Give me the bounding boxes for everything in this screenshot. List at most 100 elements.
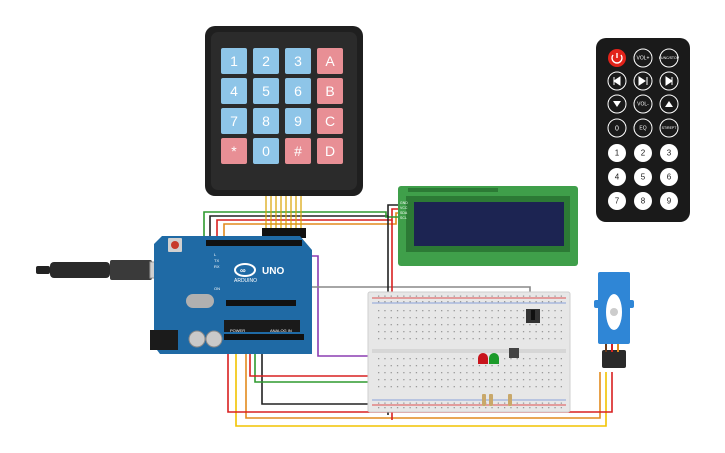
- wire-orange-lcd: [223, 212, 400, 243]
- remote-button-label: FUNC/STOP: [659, 56, 680, 60]
- keypad-key-label: 8: [262, 113, 270, 129]
- keypad-key-9[interactable]: [221, 108, 247, 134]
- breadboard: [367, 291, 571, 413]
- vol-up-button[interactable]: [633, 48, 653, 68]
- remote-button-label: ST/REPT: [662, 126, 678, 130]
- analog-header: [224, 334, 304, 340]
- usb-cable: [36, 260, 173, 280]
- power-jack: [150, 330, 178, 350]
- digit-button-2[interactable]: [634, 144, 652, 162]
- remote-button-label: 7: [615, 197, 620, 206]
- remote-button-label: 1: [615, 149, 620, 158]
- digit-button-4[interactable]: [608, 168, 626, 186]
- zero-button[interactable]: [607, 118, 627, 138]
- digit-button-7[interactable]: [608, 192, 626, 210]
- keypad-key-label: 5: [262, 83, 270, 99]
- keypad-key-label: 9: [294, 113, 302, 129]
- keypad-key-16[interactable]: [317, 138, 343, 164]
- keypad-key-12[interactable]: [317, 108, 343, 134]
- keypad-key-label: B: [325, 83, 334, 99]
- remote-button-label: VOL-: [637, 102, 649, 108]
- keypad-key-2[interactable]: [253, 48, 279, 74]
- lcd-screen: [414, 202, 564, 246]
- func-stop-button[interactable]: [659, 48, 679, 68]
- remote-button-label: 9: [667, 197, 672, 206]
- power-icon: [611, 53, 623, 64]
- lcd-module: GND VCC SDA SCL: [398, 186, 578, 266]
- lcd-pin-row: [408, 188, 498, 192]
- arduino-board: ∞ UNO ARDUINO ANALOG IN POWER TX RX L ON: [150, 236, 312, 354]
- lcd-pin-sda: SDA: [400, 211, 408, 215]
- keypad-key-label: #: [294, 143, 302, 159]
- keypad-key-label: D: [325, 143, 335, 159]
- push-button[interactable]: [509, 348, 519, 358]
- keypad-ribbon: [265, 196, 302, 232]
- down-icon: [613, 101, 621, 107]
- keypad-key-label: 3: [294, 53, 302, 69]
- eq-button[interactable]: [633, 118, 653, 138]
- l-label: L: [214, 252, 217, 257]
- keypad-key-label: 7: [230, 113, 238, 129]
- keypad-key-5[interactable]: [221, 78, 247, 104]
- keypad-key-label: C: [325, 113, 335, 129]
- potentiometer[interactable]: [526, 309, 540, 323]
- keypad-key-1[interactable]: [221, 48, 247, 74]
- digit-button-6[interactable]: [660, 168, 678, 186]
- power-label: POWER: [230, 328, 245, 333]
- keypad-key-label: A: [325, 53, 335, 69]
- keypad-key-11[interactable]: [285, 108, 311, 134]
- remote-button-label: 6: [667, 173, 672, 182]
- remote-button-label: 8: [641, 197, 646, 206]
- keypad-key-label: 1: [230, 53, 238, 69]
- led-green: [489, 353, 499, 364]
- svg-text:∞: ∞: [240, 266, 246, 275]
- wire-green-lcd: [203, 211, 400, 243]
- digit-button-3[interactable]: [660, 144, 678, 162]
- keypad-key-3[interactable]: [285, 48, 311, 74]
- wire-yellow-servo: [235, 340, 607, 427]
- vol-down-button[interactable]: [633, 94, 653, 114]
- wire-orange-servo: [245, 340, 601, 419]
- digit-button-1[interactable]: [608, 144, 626, 162]
- play-pause-icon: [638, 76, 648, 86]
- remote-button-label: VOL+: [637, 56, 650, 62]
- keypad-key-8[interactable]: [317, 78, 343, 104]
- keypad-key-14[interactable]: [253, 138, 279, 164]
- keypad-key-6[interactable]: [253, 78, 279, 104]
- remote-button-label: 0: [615, 125, 619, 132]
- up-icon: [665, 101, 673, 107]
- breadboard-holes: [378, 295, 562, 409]
- remote-button-label: 5: [641, 173, 646, 182]
- keypad-key-4[interactable]: [317, 48, 343, 74]
- keypad-key-10[interactable]: [253, 108, 279, 134]
- lcd-pin-vcc: VCC: [400, 206, 408, 210]
- lcd-pin-scl: SCL: [400, 216, 407, 220]
- prev-icon: [613, 76, 621, 86]
- digit-button-8[interactable]: [634, 192, 652, 210]
- st-rept-button[interactable]: [659, 118, 679, 138]
- arduino-model: UNO: [262, 266, 284, 277]
- next-icon: [665, 76, 673, 86]
- digit-button-5[interactable]: [634, 168, 652, 186]
- tx-label: TX: [214, 258, 219, 263]
- keypad-key-label: 2: [262, 53, 270, 69]
- keypad-key-7[interactable]: [285, 78, 311, 104]
- lcd-pin-gnd: GND: [400, 201, 408, 205]
- resistors: [482, 394, 512, 406]
- remote-button-label: 2: [641, 149, 646, 158]
- keypad-key-label: *: [231, 143, 237, 159]
- digit-button-9[interactable]: [660, 192, 678, 210]
- atmega-chip: [224, 320, 300, 332]
- keypad-key-15[interactable]: [285, 138, 311, 164]
- servo-motor: [594, 272, 634, 368]
- keypad-key-13[interactable]: [221, 138, 247, 164]
- keypad-key-label: 0: [262, 143, 270, 159]
- keypad-key-label: 4: [230, 83, 238, 99]
- led-red: [478, 353, 488, 364]
- arduino-brand: ARDUINO: [234, 278, 257, 284]
